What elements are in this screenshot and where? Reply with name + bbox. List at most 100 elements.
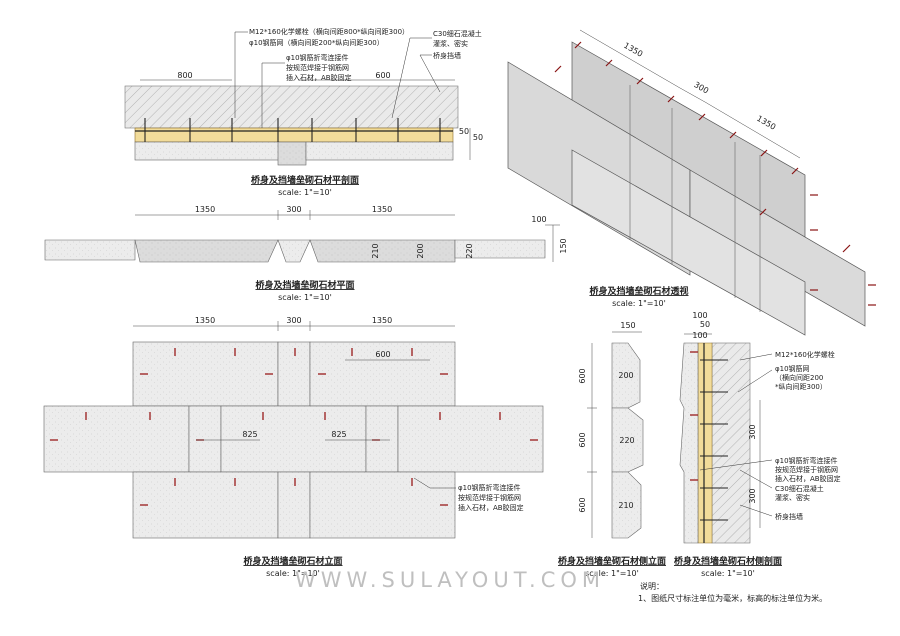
legend-line: 1、图纸尺寸标注单位为毫米，标高的标注单位为米。 [638,593,827,603]
side-elevation-scale: scale: 1"=10' [585,569,639,578]
side-dim-210: 210 [618,501,633,510]
elev-stone-8 [397,405,544,473]
plan-stone-5 [454,239,546,259]
note-bolt: M12*160化学螺栓（横向间距800*纵向间距300） [249,27,409,36]
elev-note-3: 插入石材，AB胶固定 [458,503,524,512]
dim-label-800: 800 [177,71,192,80]
elev-stone-10 [277,471,311,539]
side-sec-dim-300-a: 300 [748,424,757,439]
elev-dim-1350-left: 1350 [195,316,215,325]
side-dim-220: 220 [619,436,634,445]
plan-section-scale: scale: 1"=10' [278,188,332,197]
plan-dim-1350-left: 1350 [195,205,215,214]
note-connector-3: 插入石材，AB胶固定 [286,73,352,82]
perspective-scale: scale: 1"=10' [612,299,666,308]
stone-slab-left [134,141,281,161]
plan-section-title: 桥身及挡墙垒砌石材平剖面 [251,174,359,186]
elev-dim-825-right: 825 [331,430,346,439]
elevation-view: 1350 300 1350 600 825 825 φ10钢筋折弯连接件 按规范… [43,316,544,578]
plan-title: 桥身及挡墙垒砌石材平面 [255,279,354,291]
elev-stone-7 [365,405,399,473]
ss-note-conc-1: C30细石混凝土 [775,484,824,493]
note-concrete-2: 灌浆、密实 [433,39,468,48]
elev-stone-9 [132,471,279,539]
watermark: WWW.SULAYOUT.COM [295,568,605,592]
side-section-grout [697,342,713,544]
ss-note-mesh-2: （横向间距200 [775,373,823,382]
elev-note-2: 按规范焊接于钢筋网 [458,493,521,502]
perspective-title: 桥身及挡墙垒砌石材透视 [589,285,688,297]
elev-dim-600: 600 [375,350,390,359]
ss-note-mesh-1: φ10钢筋网 [775,364,810,373]
ss-note-conn-3: 插入石材，AB胶固定 [775,474,841,483]
dim-label-50-bottom: 50 [473,133,483,142]
persp-dim-300: 300 [692,80,710,95]
plan-scale: scale: 1"=10' [278,293,332,302]
plan-dim-1350-right: 1350 [372,205,392,214]
side-sec-dim-50: 50 [700,320,710,329]
side-elev-dim-lines [587,331,642,538]
elev-dim-300: 300 [286,316,301,325]
plan-dim-220: 220 [465,243,474,258]
grout-layer [134,127,454,143]
side-section-leaders [699,353,773,517]
elev-stone-5 [188,405,222,473]
persp-joint-lines [629,85,761,312]
side-dim-600-c: 600 [578,497,587,512]
plan-section-view: 800 600 50 50 M12*160化学螺栓（横向间距800*纵向间距30… [124,27,483,197]
note-connector-1: φ10钢筋折弯连接件 [286,53,349,62]
plan-dim-200: 200 [416,243,425,258]
elevation-title: 桥身及挡墙垒砌石材立面 [243,555,342,567]
side-section-stone [679,342,699,544]
stone-slab-right [305,141,454,161]
note-connector-2: 按规范焊接于钢筋网 [286,63,349,72]
elev-anchor-marks [50,348,538,506]
elevation-scale: scale: 1"=10' [266,569,320,578]
plan-dim-300: 300 [286,205,301,214]
side-dim-600-a: 600 [578,368,587,383]
elev-stone-2 [277,341,311,407]
plan-dim-100: 100 [531,215,546,224]
side-section-title: 桥身及挡墙垒砌石材侧剖面 [674,555,782,567]
elev-stone-4 [43,405,190,473]
side-elevation-view: 150 600 600 600 200 220 210 桥身及挡墙垒砌石材侧立面… [558,321,666,578]
ss-note-bolt: M12*160化学螺栓 [775,350,835,359]
persp-dim-lines [579,29,801,159]
side-section-wall [711,342,751,544]
anchor-bolts [144,118,441,142]
elev-stone-11 [309,471,456,539]
ss-note-wall: 桥身挡墙 [775,512,803,521]
side-elevation-title: 桥身及挡墙垒砌石材侧立面 [558,555,666,567]
elev-stone-6 [220,405,367,473]
elev-dim-825-left: 825 [242,430,257,439]
leader-lines-plan-section [234,31,441,128]
plan-stone-3 [277,239,311,263]
ss-note-conn-2: 按规范焊接于钢筋网 [775,465,838,474]
side-stone-3 [611,471,642,539]
persp-front-slab-right [689,169,866,327]
persp-dim-1350-b: 1350 [755,114,777,132]
side-section-dim-lines [684,333,761,528]
persp-anchor-rods [554,41,876,306]
note-mesh: φ10钢筋网（横向间距200*纵向间距300） [249,38,384,47]
plan-dim-150: 150 [559,238,568,253]
dimension-lines-plan-section [140,79,471,160]
elev-note-1: φ10钢筋折弯连接件 [458,483,521,492]
note-concrete-1: C30细石混凝土 [433,29,482,38]
stone-slab-joint [277,141,307,166]
elev-leader [413,477,456,489]
side-sec-dim-100-b: 100 [692,331,707,340]
elev-stone-3 [309,341,456,407]
elev-dim-lines [133,321,455,441]
plan-view: 1350 300 1350 100 150 210 200 220 桥身及挡墙垒… [44,205,568,302]
side-dim-600-b: 600 [578,432,587,447]
side-sec-dim-300-b: 300 [748,488,757,503]
plan-stone-2 [134,239,279,263]
plan-stone-4 [309,239,456,263]
plan-stone-1 [44,239,136,261]
elev-stone-1 [132,341,279,407]
perspective-view: 1350 300 1350 桥身及挡墙垒砌石材透视 scale: 1"=10' [507,29,876,336]
legend-title: 说明： [640,581,664,591]
note-wall: 桥身挡墙 [433,51,461,60]
plan-dim-210: 210 [371,243,380,258]
